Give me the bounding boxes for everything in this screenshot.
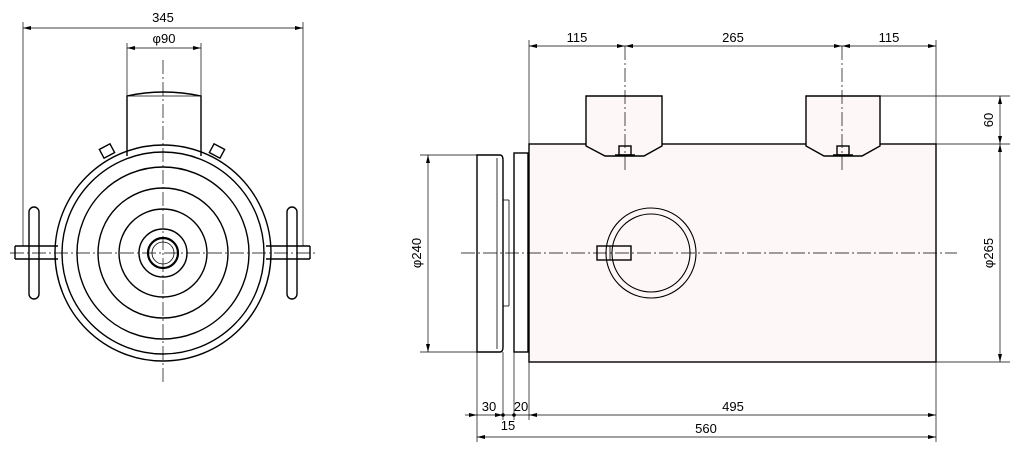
svg-text:φ240: φ240 [409,238,424,268]
svg-text:20: 20 [514,399,528,414]
front-bolt-left [98,142,116,160]
svg-text:115: 115 [567,30,588,45]
dim-60: 60 [880,95,1010,145]
dim-phi265: φ265 [936,144,1010,363]
side-ring [513,152,529,353]
dim-phi90: φ90 [126,31,202,96]
front-bolt-right [208,142,226,160]
svg-text:60: 60 [981,113,996,127]
svg-text:15: 15 [501,418,515,433]
side-port-left [585,95,663,157]
side-port-right [805,95,881,157]
dim-bottom-row: 30 20 495 15 560 [465,352,937,442]
svg-text:φ90: φ90 [153,31,176,46]
svg-text:115: 115 [879,30,900,45]
front-view: 345 φ90 [10,10,318,385]
dim-phi240: φ240 [409,154,477,353]
front-port [126,91,202,156]
dim-345: 345 [22,10,304,246]
svg-text:265: 265 [722,30,744,45]
side-view: 115 265 115 60 φ265 φ240 [409,30,1010,442]
svg-text:560: 560 [695,421,717,436]
svg-text:345: 345 [152,10,174,25]
svg-text:φ265: φ265 [981,238,996,268]
svg-text:30: 30 [482,399,496,414]
dim-top-row: 115 265 115 [528,30,937,144]
svg-text:495: 495 [722,399,744,414]
side-flange [476,154,504,353]
